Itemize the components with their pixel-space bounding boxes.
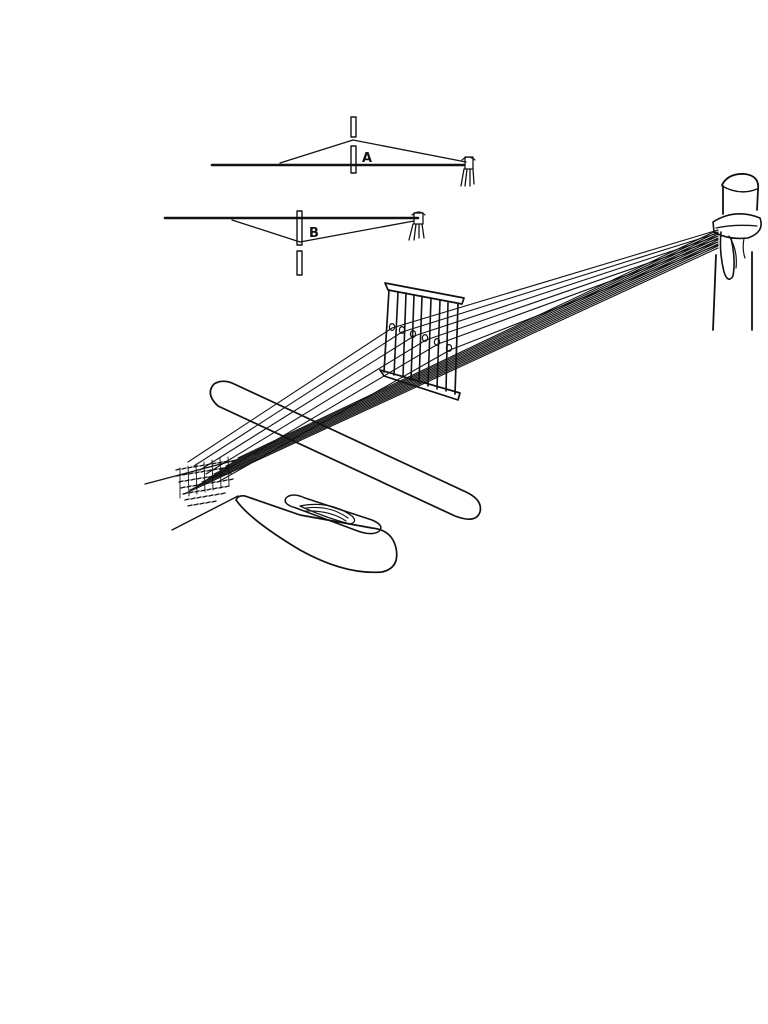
shed-label-a: A bbox=[362, 151, 372, 166]
post-icon-a bbox=[460, 156, 476, 187]
shed-label-b: B bbox=[309, 226, 319, 241]
heddle-upper-a bbox=[350, 116, 357, 138]
shed-upper-left-a bbox=[279, 139, 354, 164]
weaving-sword bbox=[209, 380, 482, 521]
heddle-lower-a bbox=[350, 145, 357, 174]
shed-diagram-a: A bbox=[210, 116, 476, 187]
woven-cloth bbox=[144, 456, 239, 531]
anchor-post bbox=[712, 173, 762, 331]
shed-lower-left-b bbox=[231, 219, 301, 243]
shed-upper-right-a bbox=[352, 139, 467, 163]
rigid-heddle bbox=[379, 282, 465, 401]
loom-main bbox=[144, 173, 762, 574]
lower-blade bbox=[235, 494, 398, 574]
heddle-lower-b bbox=[296, 250, 303, 276]
warp-threads bbox=[183, 229, 719, 495]
post-icon-b bbox=[408, 211, 426, 241]
heddle-upper-b bbox=[296, 210, 303, 246]
shed-lower-right-b bbox=[299, 220, 415, 243]
shed-diagram-b: B bbox=[163, 210, 426, 276]
shuttle bbox=[284, 494, 382, 535]
